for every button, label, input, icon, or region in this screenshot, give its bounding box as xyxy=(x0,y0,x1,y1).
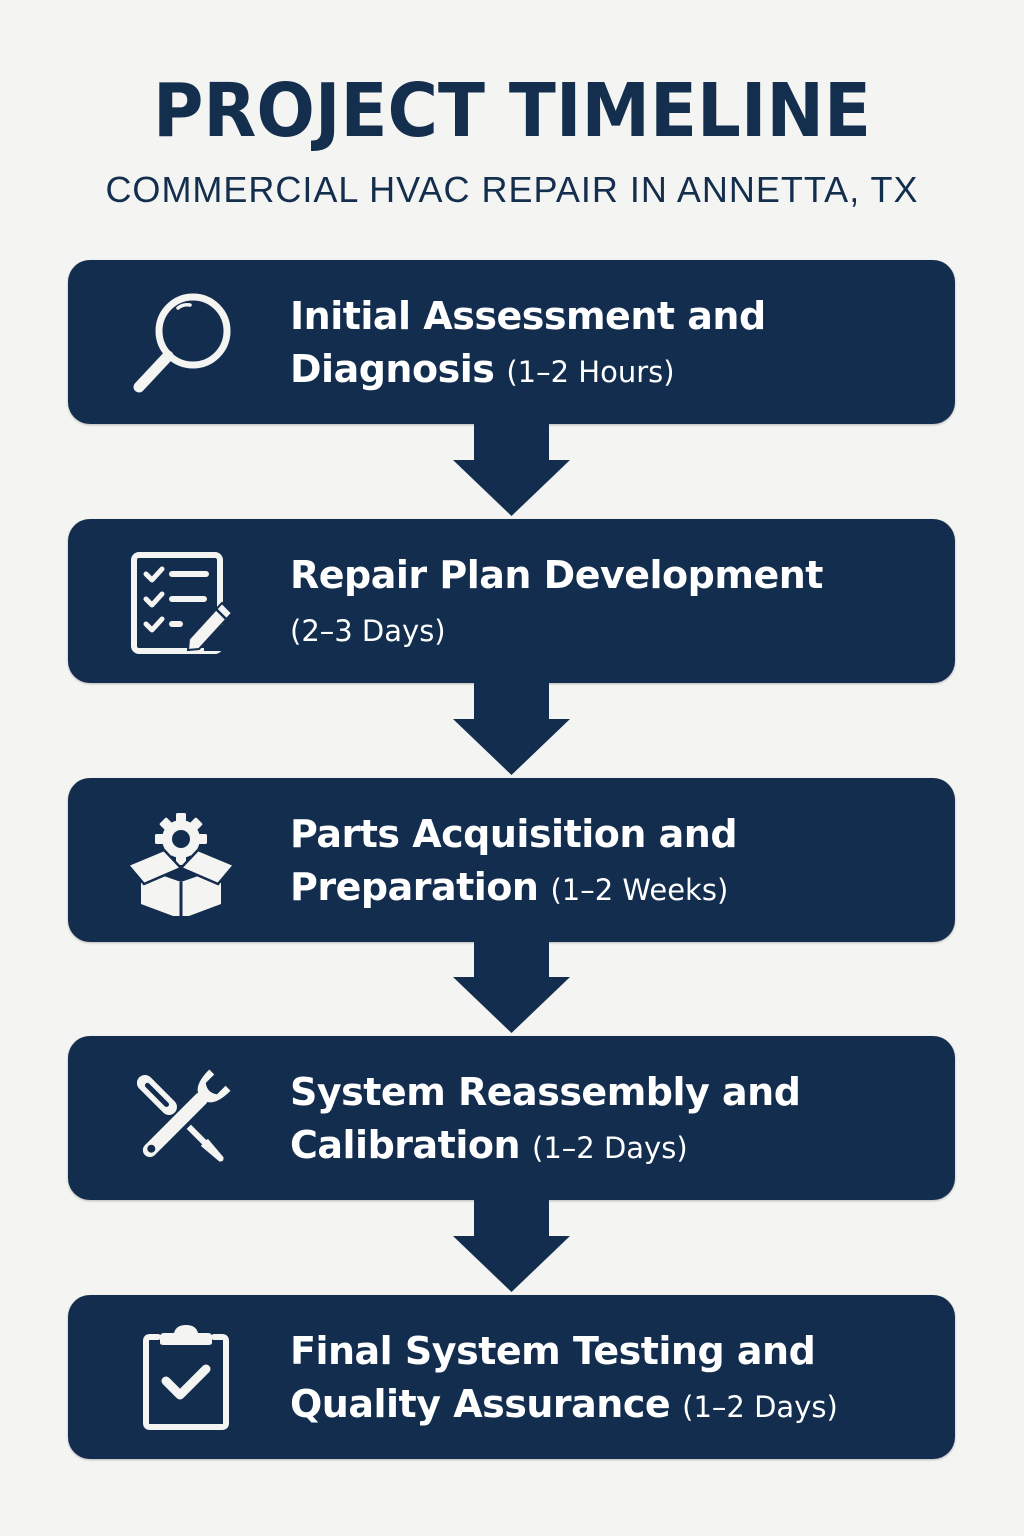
step-title-line1: Repair Plan Development xyxy=(290,553,823,597)
magnifying-glass-icon xyxy=(126,288,236,398)
step-title-line1: Parts Acquisition and xyxy=(290,812,738,856)
page-subtitle: COMMERCIAL HVAC REPAIR IN ANNETTA, TX xyxy=(105,169,919,210)
step-duration: (1–2 Days) xyxy=(532,1131,688,1165)
timeline-step-initial-assessment: Initial Assessment and Diagnosis (1–2 Hou… xyxy=(68,260,955,424)
down-arrow-icon xyxy=(453,422,570,518)
step-duration: (1–2 Days) xyxy=(682,1390,838,1424)
down-arrow-icon xyxy=(453,681,570,777)
step-title-line2: Preparation xyxy=(290,865,539,909)
wrench-screwdriver-icon xyxy=(126,1064,236,1174)
step-title-line2: Diagnosis xyxy=(290,347,495,391)
timeline-step-repair-plan: Repair Plan Development (2–3 Days) xyxy=(68,519,955,683)
gear-box-icon xyxy=(126,806,236,916)
step-title-line1: Initial Assessment and xyxy=(290,294,766,338)
timeline-step-parts-acquisition: Parts Acquisition and Preparation (1–2 We… xyxy=(68,778,955,942)
checklist-pencil-icon xyxy=(126,547,236,657)
step-title-line1: Final System Testing and xyxy=(290,1329,816,1373)
clipboard-check-icon xyxy=(126,1323,236,1433)
step-duration: (1–2 Weeks) xyxy=(550,873,729,907)
timeline-step-final-testing: Final System Testing and Quality Assuran… xyxy=(68,1295,955,1459)
step-title-line1: System Reassembly and xyxy=(290,1070,801,1114)
page-title: PROJECT TIMELINE xyxy=(152,68,872,154)
timeline-step-system-reassembly: System Reassembly and Calibration (1–2 Da… xyxy=(68,1036,955,1200)
step-title-line2: Quality Assurance xyxy=(290,1382,671,1426)
down-arrow-icon xyxy=(453,1198,570,1294)
step-title-line2: Calibration xyxy=(290,1123,521,1167)
down-arrow-icon xyxy=(453,939,570,1035)
step-duration: (1–2 Hours) xyxy=(506,355,675,389)
step-duration: (2–3 Days) xyxy=(290,614,446,648)
